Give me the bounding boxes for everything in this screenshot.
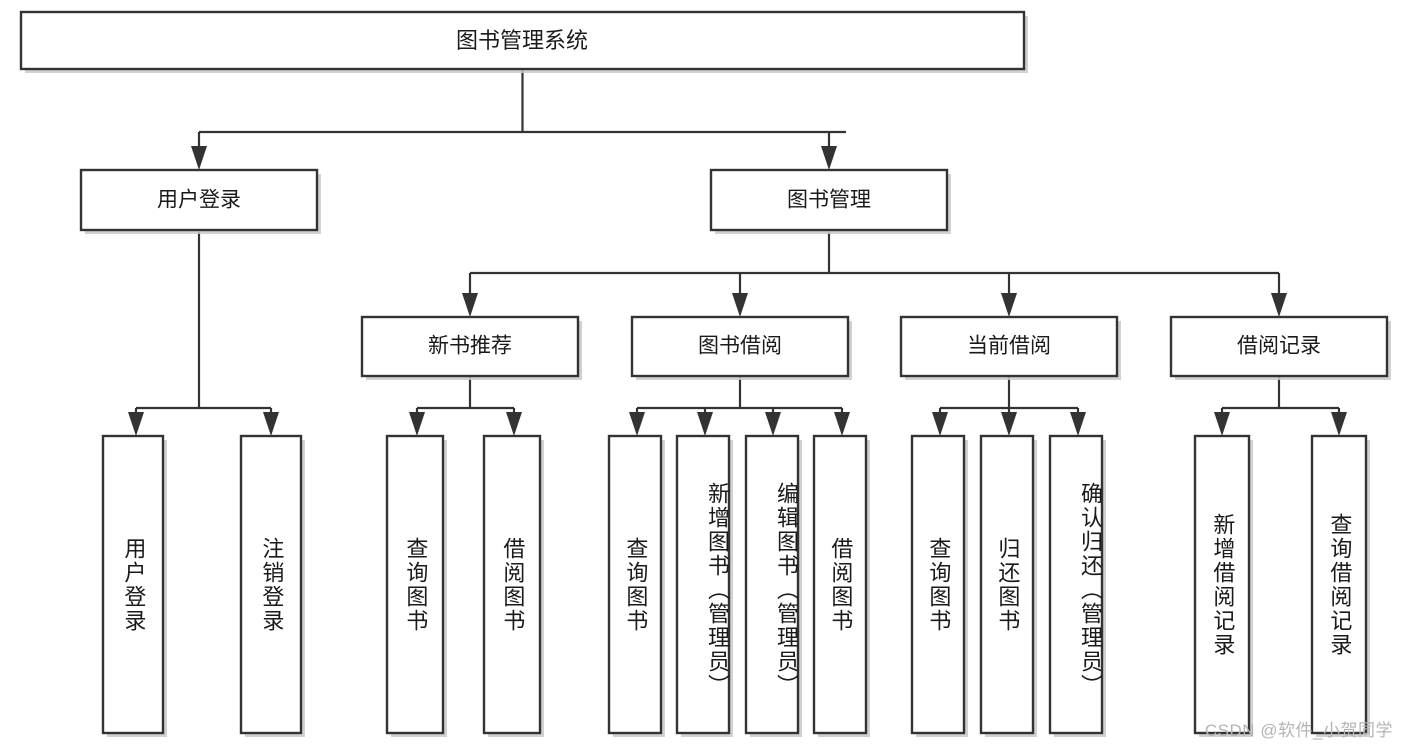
leaf-confirm-return-box[interactable] <box>1048 434 1104 735</box>
arrow-leaf-add-record <box>1214 412 1230 436</box>
arrow-user-login <box>191 146 207 170</box>
csdn-watermark: CSDN @软件_小贺同学 <box>1204 721 1393 740</box>
arrow-leaf-add-book <box>697 412 713 436</box>
leaf-query-book-2-box[interactable] <box>607 434 663 735</box>
current-borrow-box[interactable] <box>899 315 1119 378</box>
book-management-box[interactable] <box>709 168 949 232</box>
arrow-leaf-edit-book <box>765 412 781 436</box>
leaf-logout-box[interactable] <box>239 434 303 735</box>
book-management-label: 图书管理 <box>787 189 871 212</box>
arrow-book-borrow <box>732 293 748 317</box>
connector-layer <box>128 69 1347 436</box>
arrow-leaf-borrow-book-2 <box>834 412 850 436</box>
arrow-leaf-borrow-book-1 <box>506 412 522 436</box>
arrow-leaf-return-book <box>1001 412 1017 436</box>
leaf-query-book-3-box[interactable] <box>910 434 966 735</box>
node-root[interactable]: 图书管理系统 <box>19 10 1028 73</box>
leaf-borrow-book-1-box[interactable] <box>482 434 542 735</box>
arrow-leaf-logout <box>263 412 279 436</box>
user-login-label: 用户登录 <box>157 189 241 212</box>
leaf-add-book-box[interactable] <box>675 434 731 735</box>
arrow-current-borrow <box>1001 293 1017 317</box>
root-box[interactable] <box>19 10 1026 71</box>
node-book-management[interactable]: 图书管理 <box>709 168 951 234</box>
arrow-leaf-query-book-3 <box>932 412 948 436</box>
arrow-leaf-query-record <box>1331 412 1347 436</box>
leaf-add-record-box[interactable] <box>1193 434 1251 735</box>
arrow-leaf-query-book-2 <box>629 412 645 436</box>
user-login-box[interactable] <box>79 168 319 232</box>
node-borrow-record[interactable]: 借阅记录 <box>1169 315 1391 380</box>
book-borrow-label: 图书借阅 <box>698 335 782 358</box>
leaf-query-book-1-box[interactable] <box>385 434 445 735</box>
borrow-record-box[interactable] <box>1169 315 1389 378</box>
node-user-login[interactable]: 用户登录 <box>79 168 321 234</box>
borrow-record-label: 借阅记录 <box>1237 335 1321 358</box>
leaf-return-book-box[interactable] <box>979 434 1035 735</box>
arrow-new-book-recommend <box>462 293 478 317</box>
node-current-borrow[interactable]: 当前借阅 <box>899 315 1121 380</box>
leaf-user-login-box[interactable] <box>101 434 165 735</box>
new-book-recommend-box[interactable] <box>360 315 580 378</box>
arrow-borrow-record <box>1271 293 1287 317</box>
leaf-box-layer <box>101 434 1370 737</box>
arrow-leaf-confirm-return <box>1070 412 1086 436</box>
arrow-book-management <box>821 146 837 170</box>
arrow-leaf-user-login <box>128 412 144 436</box>
new-book-recommend-label: 新书推荐 <box>428 335 512 358</box>
book-borrow-box[interactable] <box>630 315 850 378</box>
arrow-leaf-query-book-1 <box>409 412 425 436</box>
leaf-edit-book-box[interactable] <box>744 434 800 735</box>
node-book-borrow[interactable]: 图书借阅 <box>630 315 852 380</box>
root-label: 图书管理系统 <box>456 28 588 53</box>
leaf-borrow-book-2-box[interactable] <box>812 434 868 735</box>
leaf-query-record-box[interactable] <box>1310 434 1368 735</box>
current-borrow-label: 当前借阅 <box>967 335 1051 358</box>
node-new-book-recommend[interactable]: 新书推荐 <box>360 315 582 380</box>
